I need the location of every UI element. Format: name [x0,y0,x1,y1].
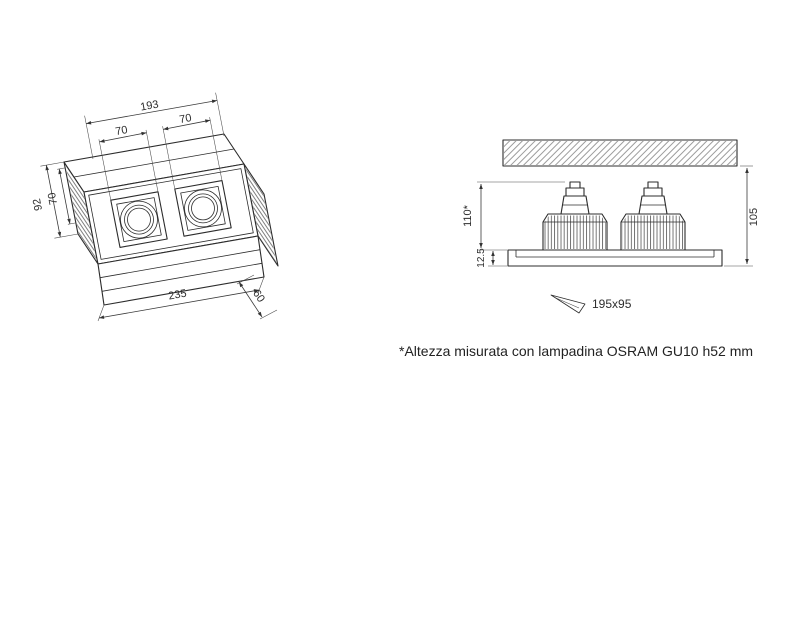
plaster-frame [507,249,723,267]
ext-line [145,129,159,192]
lamp-housing-2 [620,213,686,251]
lamp-neck-1 [565,187,585,197]
recess-outer-1 [110,191,168,248]
lamp-ring-1 [124,204,154,235]
dim-line [238,281,263,318]
lamp-face-2 [191,196,215,221]
lamp-housing-1 [542,213,608,251]
frame-flange [507,249,723,267]
dim-label-70-right: 70 [178,112,192,126]
dim-label-105: 105 [748,208,760,226]
cutout-callout: 195x95 [550,294,632,314]
front-step-line-2 [101,262,263,292]
lamp-bezel-2 [184,189,222,228]
ext-line [215,92,225,136]
cutout-arrow-icon [550,294,586,314]
top-face-rim-line [73,148,235,178]
dim-label-12-5: 12.5 [476,248,487,268]
dim-inner-length: 193 [84,92,225,159]
cutout-size-label: 195x95 [592,297,632,311]
ext-line [57,167,66,170]
right-end-ribs [245,166,277,264]
left-end-ribs [65,164,97,262]
lamp-neck-2 [643,187,663,197]
dim-label-193: 193 [139,99,159,114]
recess-inner-1 [116,197,162,243]
isometric-view: 193 70 70 92 [31,92,279,322]
housing-ribs-1 [544,215,606,249]
ext-line [97,304,105,322]
dim-height-60: 60 [236,274,278,320]
front-step-line-1 [99,249,261,279]
ext-line [54,233,79,239]
housing-ribs-2 [622,215,684,249]
ceiling-slab-hatch [504,141,736,165]
gu10-lamp-2 [638,181,668,215]
footnote: *Altezza misurata con lampadina OSRAM GU… [399,343,753,359]
recess-inner-2 [180,185,226,231]
ext-line [259,309,278,320]
ext-line [98,139,112,201]
ext-line [84,115,94,159]
lamp-ring-2 [188,193,218,224]
dim-length-235: 235 [97,276,265,322]
iso-dimensions: 193 70 70 92 [31,92,278,322]
dim-label-110: 110* [462,204,474,227]
lamp-opening-1 [110,191,168,248]
dim-recess-right: 70 [162,112,223,190]
lamp-base-2 [647,181,659,189]
dim-line [98,289,260,319]
ext-line [67,222,76,225]
lamp-face-1 [127,207,151,232]
dim-line [99,131,147,143]
dim-label-60: 60 [250,288,267,305]
main-face-rim [88,168,254,260]
lamp-bezel-1 [120,200,158,239]
dim-line [45,165,62,238]
dim-line [58,168,71,224]
dim-line [163,119,211,131]
dim-label-70-left: 70 [114,124,128,138]
cutout-arrow-inner-line [555,297,580,309]
section-dimensions: 110* 12.5 105 195x95 [462,165,760,314]
dim-height-110: 110* [462,181,565,251]
dim-depth-92: 92 [31,161,79,239]
dim-label-92: 92 [31,197,45,211]
lamp-base-1 [569,181,581,189]
dim-inner-depth-70: 70 [46,167,76,225]
dim-recess-left: 70 [98,124,159,201]
dim-label-235: 235 [167,288,187,303]
lamp-opening-2 [174,180,232,237]
dim-line [86,99,218,125]
section-view: 110* 12.5 105 195x95 [462,139,760,314]
gu10-lamp-1 [560,181,590,215]
dim-label-70-depth: 70 [46,191,60,205]
recess-outer-2 [174,180,232,237]
dim-flange-12-5: 12.5 [476,248,507,268]
ext-line [40,161,65,167]
ext-line [162,126,176,190]
dim-recess-105: 105 [724,165,760,267]
ext-line [209,117,223,181]
